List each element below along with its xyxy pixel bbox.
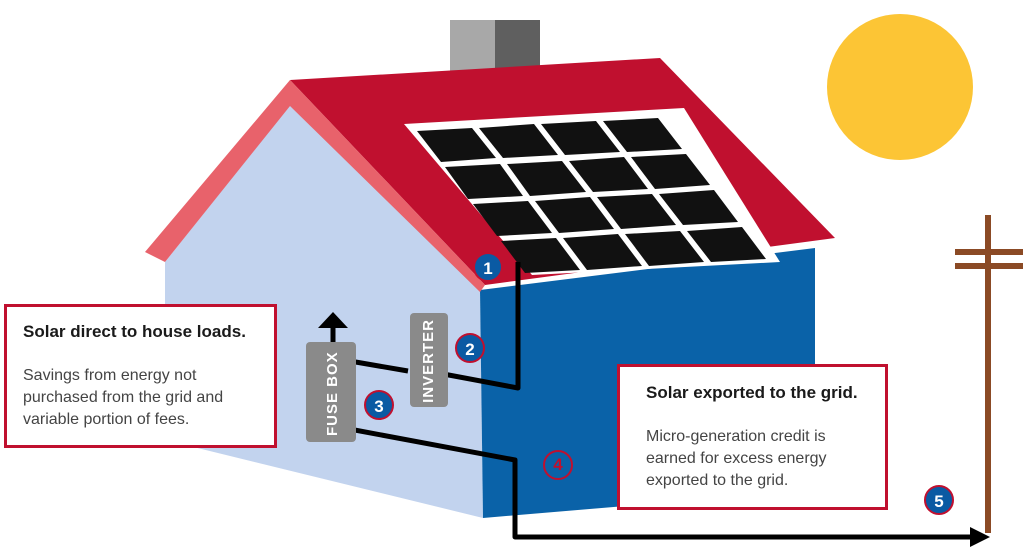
callout-house-loads: Solar direct to house loads. Savings fro… [4,304,277,448]
inverter-label: INVERTER [420,319,437,403]
inverter-box [410,313,448,407]
step-marker-1: 1 [473,252,503,282]
wire-panel-to-inverter [437,262,521,391]
step-marker-3: 3 [364,390,394,420]
callout-grid-export: Solar exported to the grid. Micro-genera… [617,364,888,510]
utility-pole [955,215,1023,533]
callout-house-loads-heading: Solar direct to house loads. [23,322,246,341]
roof-edge [145,80,485,292]
house-load-arrow [318,312,348,342]
fuse-box [306,342,356,442]
callout-grid-export-heading: Solar exported to the grid. [646,383,858,402]
step-marker-5: 5 [924,485,954,515]
grid-arrow-head [970,527,990,547]
solar-panel-cells [417,118,766,273]
callout-grid-export-body: Micro-generation credit is earned for ex… [646,428,827,489]
sun [827,14,973,160]
callout-house-loads-body: Savings from energy not purchased from t… [23,367,224,428]
step-marker-2: 2 [455,333,485,363]
step-marker-4: 4 [543,450,573,480]
fuse-box-label: FUSE BOX [324,351,341,436]
wire-fusebox-to-grid [343,425,975,540]
